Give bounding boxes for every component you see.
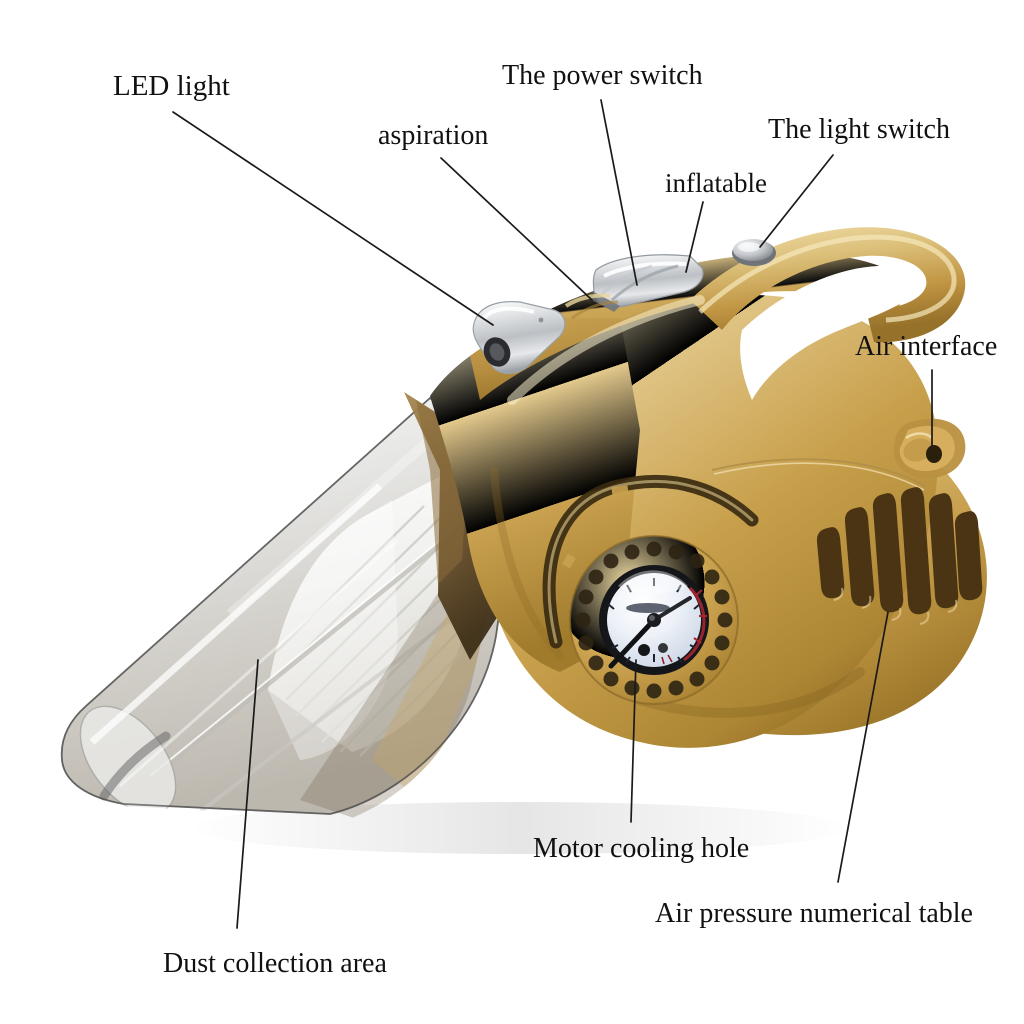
aspiration-inlet xyxy=(564,293,619,320)
leader-lines xyxy=(172,99,933,929)
leader-power-switch xyxy=(600,99,638,286)
leader-light-switch xyxy=(759,154,834,248)
leader-motor-cooling xyxy=(630,659,637,823)
label-air-pressure: Air pressure numerical table xyxy=(655,898,973,929)
label-inflatable: inflatable xyxy=(665,168,767,198)
label-power-switch: The power switch xyxy=(502,60,703,91)
leader-air-pressure xyxy=(837,611,889,883)
motor-vent-slots xyxy=(816,487,983,615)
power-switch xyxy=(592,254,704,312)
rocker-divider xyxy=(611,264,679,302)
leader-aspiration xyxy=(440,157,593,301)
led-light xyxy=(472,301,566,375)
label-air-interface: Air interface xyxy=(855,331,998,362)
leader-led-light xyxy=(172,111,494,326)
label-motor-cooling: Motor cooling hole xyxy=(533,833,750,864)
label-light-switch: The light switch xyxy=(768,114,950,145)
air-interface-nozzle xyxy=(893,418,966,479)
air-pressure-gauge xyxy=(569,535,739,705)
gauge-brand-mark xyxy=(626,603,670,613)
light-switch-button[interactable] xyxy=(732,239,776,266)
label-led-light: LED light xyxy=(113,70,230,102)
drop-shadow xyxy=(190,802,850,854)
motor-cooling-hole xyxy=(542,474,759,649)
label-aspiration: aspiration xyxy=(378,120,489,151)
top-deck xyxy=(470,252,900,400)
leader-dust-collection xyxy=(236,659,259,929)
label-dust-collection: Dust collection area xyxy=(163,948,387,979)
leader-inflatable xyxy=(685,201,704,273)
vent-slot-highlights xyxy=(833,587,958,625)
gauge-needle xyxy=(608,617,657,669)
bezel-dimples xyxy=(575,541,733,699)
